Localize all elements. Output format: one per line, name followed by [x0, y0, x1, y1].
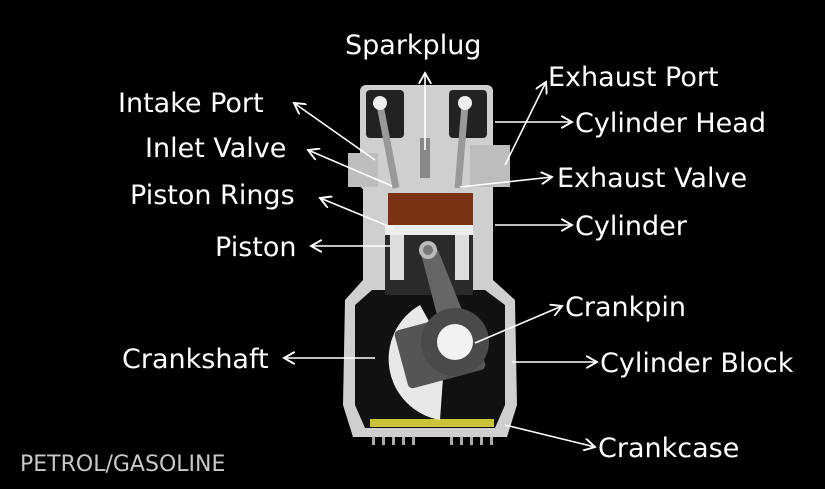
- inlet-valve-stem: [376, 104, 400, 189]
- exhaust-valve-stem: [454, 104, 469, 189]
- label-exhaust-valve: Exhaust Valve: [557, 163, 747, 194]
- label-sparkplug: Sparkplug: [345, 30, 481, 61]
- label-piston-rings: Piston Rings: [130, 180, 295, 211]
- leader-lines: [284, 73, 597, 447]
- label-inlet-valve: Inlet Valve: [145, 133, 286, 164]
- footer-fuel-type: PETROL/GASOLINE: [20, 452, 225, 477]
- label-cylinder: Cylinder: [575, 211, 688, 242]
- crankpin-circle: [437, 324, 473, 360]
- label-crankpin: Crankpin: [565, 292, 686, 323]
- label-intake-port: Intake Port: [118, 88, 264, 119]
- combustion-chamber: [388, 193, 473, 225]
- label-piston: Piston: [215, 232, 296, 263]
- oil: [370, 419, 494, 427]
- exhaust-port: [470, 145, 510, 187]
- cooling-fins: [372, 437, 493, 445]
- label-cylinder-head: Cylinder Head: [575, 108, 766, 139]
- label-exhaust-port: Exhaust Port: [548, 62, 719, 93]
- label-cylinder-block: Cylinder Block: [600, 348, 794, 379]
- label-crankcase: Crankcase: [598, 433, 739, 464]
- engine-illustration: [343, 85, 517, 445]
- sparkplug-body: [420, 138, 430, 178]
- label-crankshaft: Crankshaft: [122, 344, 269, 375]
- piston-body: [385, 225, 473, 235]
